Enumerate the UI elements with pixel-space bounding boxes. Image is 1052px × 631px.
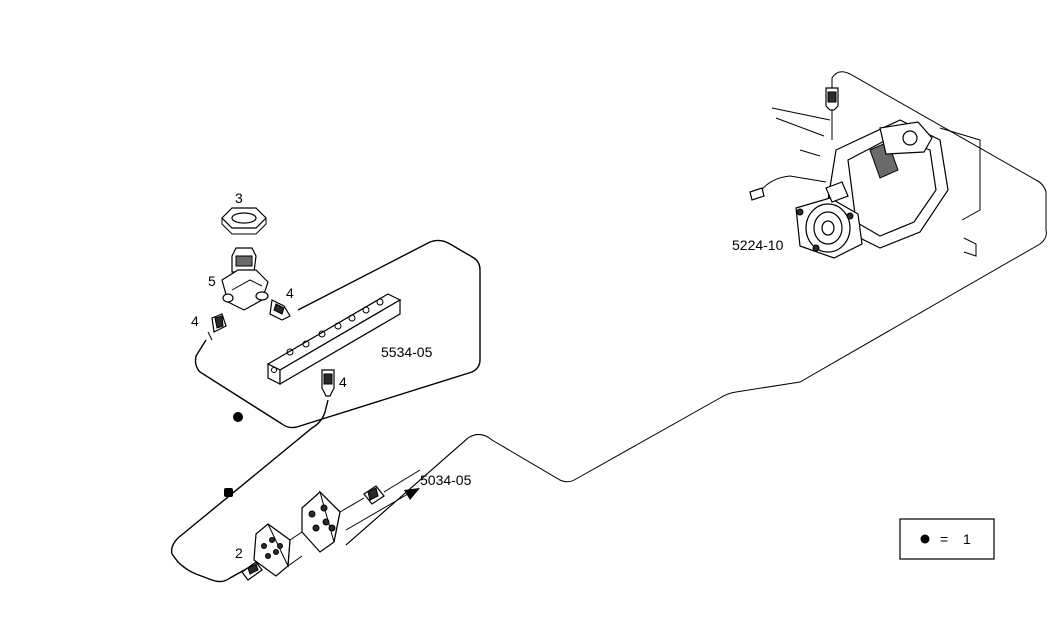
dot-marker-upper	[233, 412, 243, 422]
label-part-4-right: 4	[286, 285, 294, 301]
label-part-3: 3	[235, 190, 243, 206]
plate-connector-lines	[287, 531, 303, 567]
label-part-4-left: 4	[191, 313, 199, 329]
bulkhead-plate-large	[301, 490, 341, 553]
axle-top-fitting	[825, 87, 839, 111]
lower-pipe-loop	[170, 399, 329, 583]
hex-nut-part-3	[221, 207, 267, 235]
label-ref-5224: 5224-10	[732, 237, 784, 253]
bulkhead-plate-small	[253, 523, 291, 577]
valve-part-5	[221, 247, 269, 311]
legend-value: 1	[963, 531, 971, 547]
fitting-part-4-right	[269, 299, 291, 321]
label-part-2: 2	[235, 545, 243, 561]
fitting-part-4-bottom	[321, 369, 335, 397]
legend-dot-icon	[920, 534, 930, 544]
direction-arrow	[345, 469, 421, 531]
axle-assembly	[749, 107, 981, 259]
label-ref-5534: 5534-05	[381, 344, 433, 360]
label-part-4-bottom: 4	[339, 374, 347, 390]
legend: = 1	[899, 518, 995, 560]
label-ref-5034: 5034-05	[420, 472, 472, 488]
upper-pipe-loop	[194, 239, 481, 429]
fitting-part-2	[241, 561, 263, 581]
label-part-5: 5	[208, 273, 216, 289]
fitting-part-4-left	[207, 313, 227, 341]
fitting-5034	[339, 485, 385, 513]
main-pipe-outline	[345, 71, 1047, 546]
legend-equals: =	[940, 531, 948, 547]
distribution-block	[266, 293, 402, 386]
dot-marker-lower	[224, 488, 233, 497]
